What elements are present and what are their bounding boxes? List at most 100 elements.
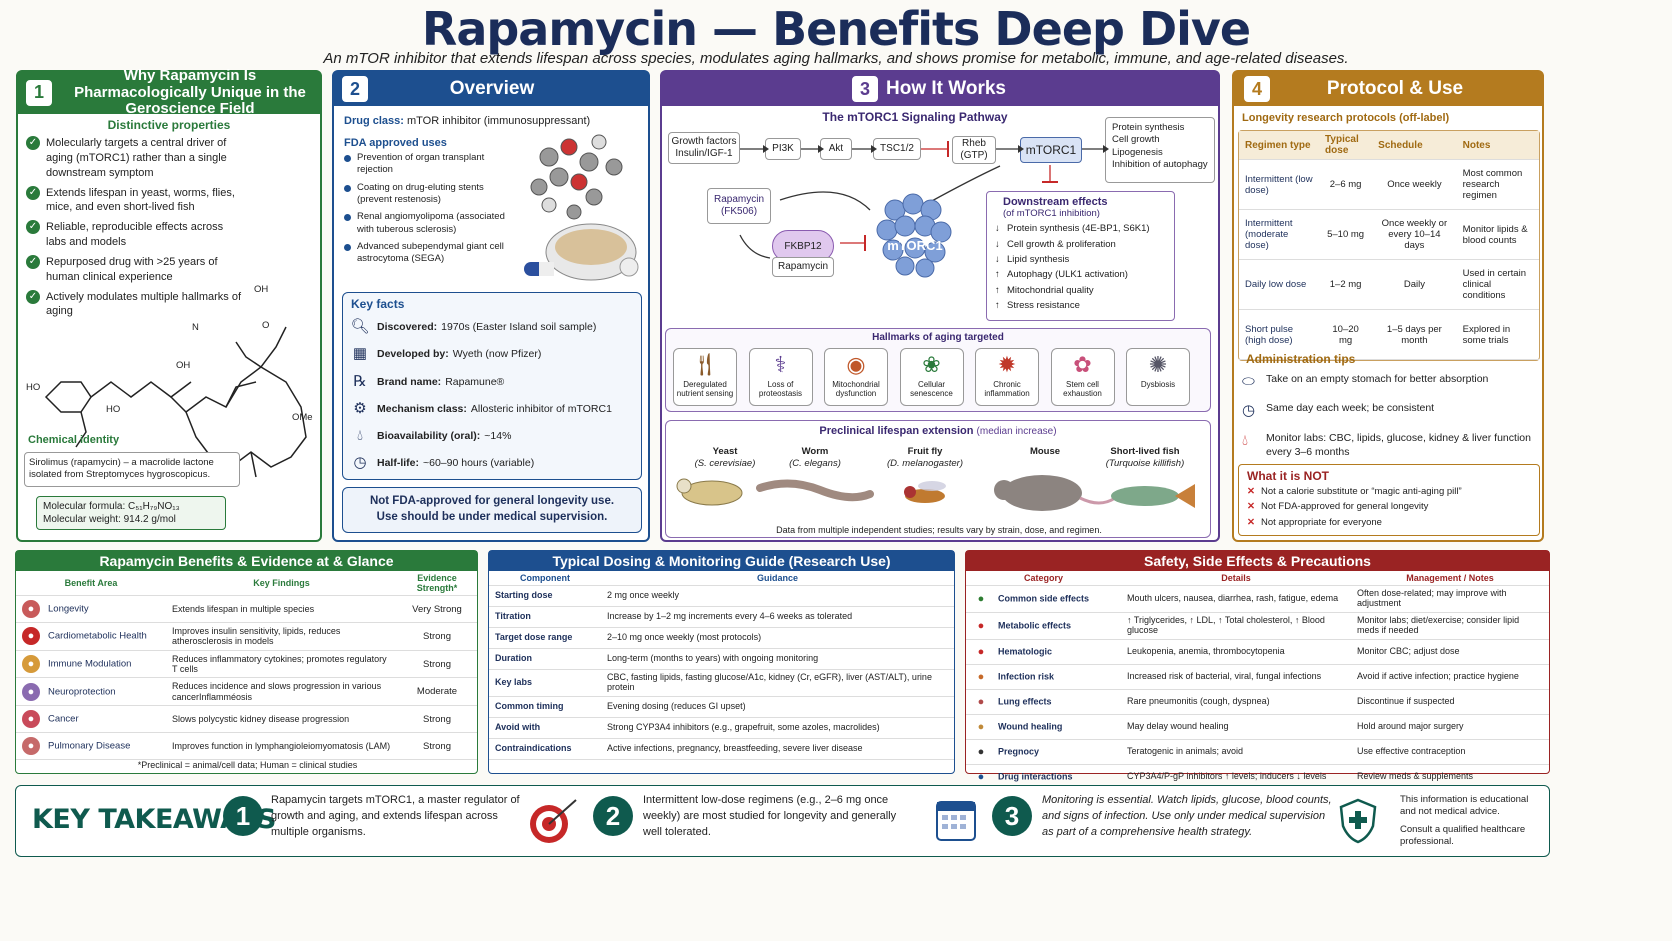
safety-category: Hematologic bbox=[998, 646, 1053, 657]
benefit-area-cell: ●Neuroprotection bbox=[16, 677, 166, 707]
evidence-strength: Moderate bbox=[397, 677, 477, 707]
benefit-finding: Improves function in lymphangioleiomyoma… bbox=[166, 732, 397, 761]
dosing-table-panel: Typical Dosing & Monitoring Guide (Resea… bbox=[488, 550, 955, 774]
species-sci: (Turquoise killifish) bbox=[1105, 458, 1185, 470]
downstream-effects-box: Downstream effects (of mTORC1 inhibition… bbox=[986, 191, 1175, 321]
output-item: Protein synthesis bbox=[1112, 122, 1185, 133]
benefit-area-cell: ●Pulmonary Disease bbox=[16, 732, 166, 761]
dosing-guidance: 2 mg once weekly bbox=[601, 585, 954, 607]
subheading: Distinctive properties bbox=[107, 118, 231, 132]
table-cell: Monitor lipids & blood counts bbox=[1456, 209, 1539, 260]
species-sci: (C. elegans) bbox=[789, 458, 841, 470]
dosing-title: Typical Dosing & Monitoring Guide (Resea… bbox=[489, 551, 954, 571]
downstream-item: ↓Protein synthesis (4E-BP1, S6K1) bbox=[995, 223, 1166, 235]
x-icon: ✕ bbox=[1247, 486, 1255, 497]
fact-value: Rapamune® bbox=[445, 375, 505, 388]
chem-title: Chemical identity bbox=[28, 434, 120, 446]
panel-title: Why Rapamycin Is Pharmacologically Uniqu… bbox=[74, 67, 306, 118]
arrow-down-icon: ↓ bbox=[995, 238, 1000, 250]
safety-details: May delay wound healing bbox=[1121, 714, 1351, 740]
protein-icon: ⚕ bbox=[774, 351, 787, 377]
downstream-text: Stress resistance bbox=[1007, 300, 1080, 312]
dosing-guidance: 2–10 mg once weekly (most protocols) bbox=[601, 627, 954, 649]
rapamycin-bound-label: Rapamycin bbox=[772, 257, 834, 277]
column-header: Typical dose bbox=[1319, 131, 1373, 160]
tip-text: Monitor labs: CBC, lipids, glucose, kidn… bbox=[1266, 431, 1531, 458]
safety-category: Wound healing bbox=[998, 721, 1063, 732]
species-sci: (S. cerevisiae) bbox=[694, 458, 756, 470]
category-cell: ● Wound healing bbox=[966, 714, 1121, 740]
safety-category: Common side effects bbox=[998, 593, 1090, 604]
mitochondria-icon: ◉ bbox=[846, 351, 866, 377]
bullet-icon bbox=[344, 184, 351, 192]
evidence-strength: Strong bbox=[397, 732, 477, 761]
table-cell: Daily low dose bbox=[1239, 259, 1320, 310]
mtorc1-box: mTORC1 bbox=[1020, 137, 1082, 163]
category-cell: ●Hematologic bbox=[966, 639, 1121, 665]
brain-icon: ● bbox=[22, 600, 40, 618]
downstream-subtitle: (of mTORC1 inhibition) bbox=[1003, 208, 1100, 219]
x-icon: ✕ bbox=[1247, 501, 1255, 513]
fact-value: ~60–90 hours (variable) bbox=[423, 457, 535, 470]
safety-details: Teratogenic in animals; avoid bbox=[1121, 739, 1351, 765]
admin-title: Administration tips bbox=[1246, 352, 1356, 366]
downstream-item: ↑Stress resistance bbox=[995, 300, 1166, 312]
fact-label: Brand name: bbox=[377, 375, 442, 388]
key-fact-row: ▦Developed by:Wyeth (now Pfizer) bbox=[349, 344, 639, 364]
category-cell: ●Metabolic effects bbox=[966, 612, 1121, 640]
key-fact-row: 🔍︎Discovered:1970s (Easter Island soil s… bbox=[349, 317, 639, 337]
virus-icon: ● bbox=[977, 670, 985, 683]
pi3k-box: PI3K bbox=[765, 138, 801, 160]
downstream-text: Cell growth & proliferation bbox=[1007, 238, 1116, 250]
column-header: Notes bbox=[1456, 131, 1539, 160]
clock-icon: ◷ bbox=[353, 454, 367, 472]
x-icon: ✕ bbox=[1247, 516, 1255, 528]
benefit-area: Neuroprotection bbox=[48, 686, 116, 698]
rapamycin-box: Rapamycin (FK506) bbox=[707, 188, 771, 224]
category-cell: ●Lung effects bbox=[966, 689, 1121, 715]
gear-icon: ⚙ bbox=[353, 399, 367, 417]
hallmark-label: Deregulated nutrient sensing bbox=[676, 380, 734, 398]
molecular-formula: Molecular formula: C₅₁H₇₉NO₁₃ bbox=[43, 501, 180, 512]
property-text: Molecularly targets a central driver of … bbox=[46, 137, 227, 179]
panel-protocol: 4 Protocol & Use Longevity research prot… bbox=[1232, 70, 1544, 542]
property-text: Extends lifespan in yeast, worms, flies,… bbox=[46, 186, 235, 214]
hallmark-label: Chronic inflammation bbox=[984, 380, 1030, 398]
rx-icon: ℞ bbox=[353, 372, 367, 390]
table-cell: Intermittent (low dose) bbox=[1239, 159, 1320, 210]
species-label: Fruit fly(D. melanogaster) bbox=[870, 446, 980, 471]
hallmark-label: Stem cell exhaustion bbox=[1063, 380, 1102, 398]
table-cell: Once weekly or every 10–14 days bbox=[1372, 209, 1457, 260]
dosing-component: Target dose range bbox=[489, 627, 601, 649]
safety-details: Mouth ulcers, nausea, diarrhea, rash, fa… bbox=[1121, 585, 1351, 613]
safety-title: Safety, Side Effects & Precautions bbox=[966, 551, 1549, 571]
species-sci: (D. melanogaster) bbox=[886, 458, 964, 470]
key-facts-box: Key facts 🔍︎Discovered:1970s (Easter Isl… bbox=[342, 292, 642, 480]
safety-table-panel: Safety, Side Effects & Precautions Categ… bbox=[965, 550, 1550, 790]
bandage-icon: ● bbox=[977, 720, 985, 733]
dosing-component: Titration bbox=[489, 606, 601, 628]
property-text: Actively modulates multiple hallmarks of… bbox=[46, 290, 242, 318]
safety-management: Monitor labs; diet/exercise; consider li… bbox=[1351, 612, 1549, 640]
table-cell: Once weekly bbox=[1372, 159, 1457, 210]
output-item: Lipogenesis bbox=[1112, 146, 1163, 158]
not-text: Not appropriate for everyone bbox=[1261, 516, 1382, 528]
arrow-down-icon: ↓ bbox=[995, 223, 1000, 235]
column-header: Evidence Strength* bbox=[397, 571, 477, 596]
hallmark-label: Mitochondrial dysfunction bbox=[832, 380, 880, 398]
not-text: Not a calorie substitute or “magic anti-… bbox=[1261, 486, 1462, 497]
panel-overview: 2 Overview Drug class: mTOR inhibitor (i… bbox=[332, 70, 650, 542]
chemical-structure bbox=[44, 326, 307, 483]
downstream-item: ↑Mitochondrial quality bbox=[995, 285, 1166, 297]
species-label: Worm(C. elegans) bbox=[760, 446, 870, 471]
takeaway-text: Intermittent low-dose regimens (e.g., 2–… bbox=[643, 794, 897, 838]
bullet-icon bbox=[344, 155, 351, 162]
dosing-component: Avoid with bbox=[489, 717, 601, 739]
property-item: ✓Actively modulates multiple hallmarks o… bbox=[26, 289, 246, 320]
